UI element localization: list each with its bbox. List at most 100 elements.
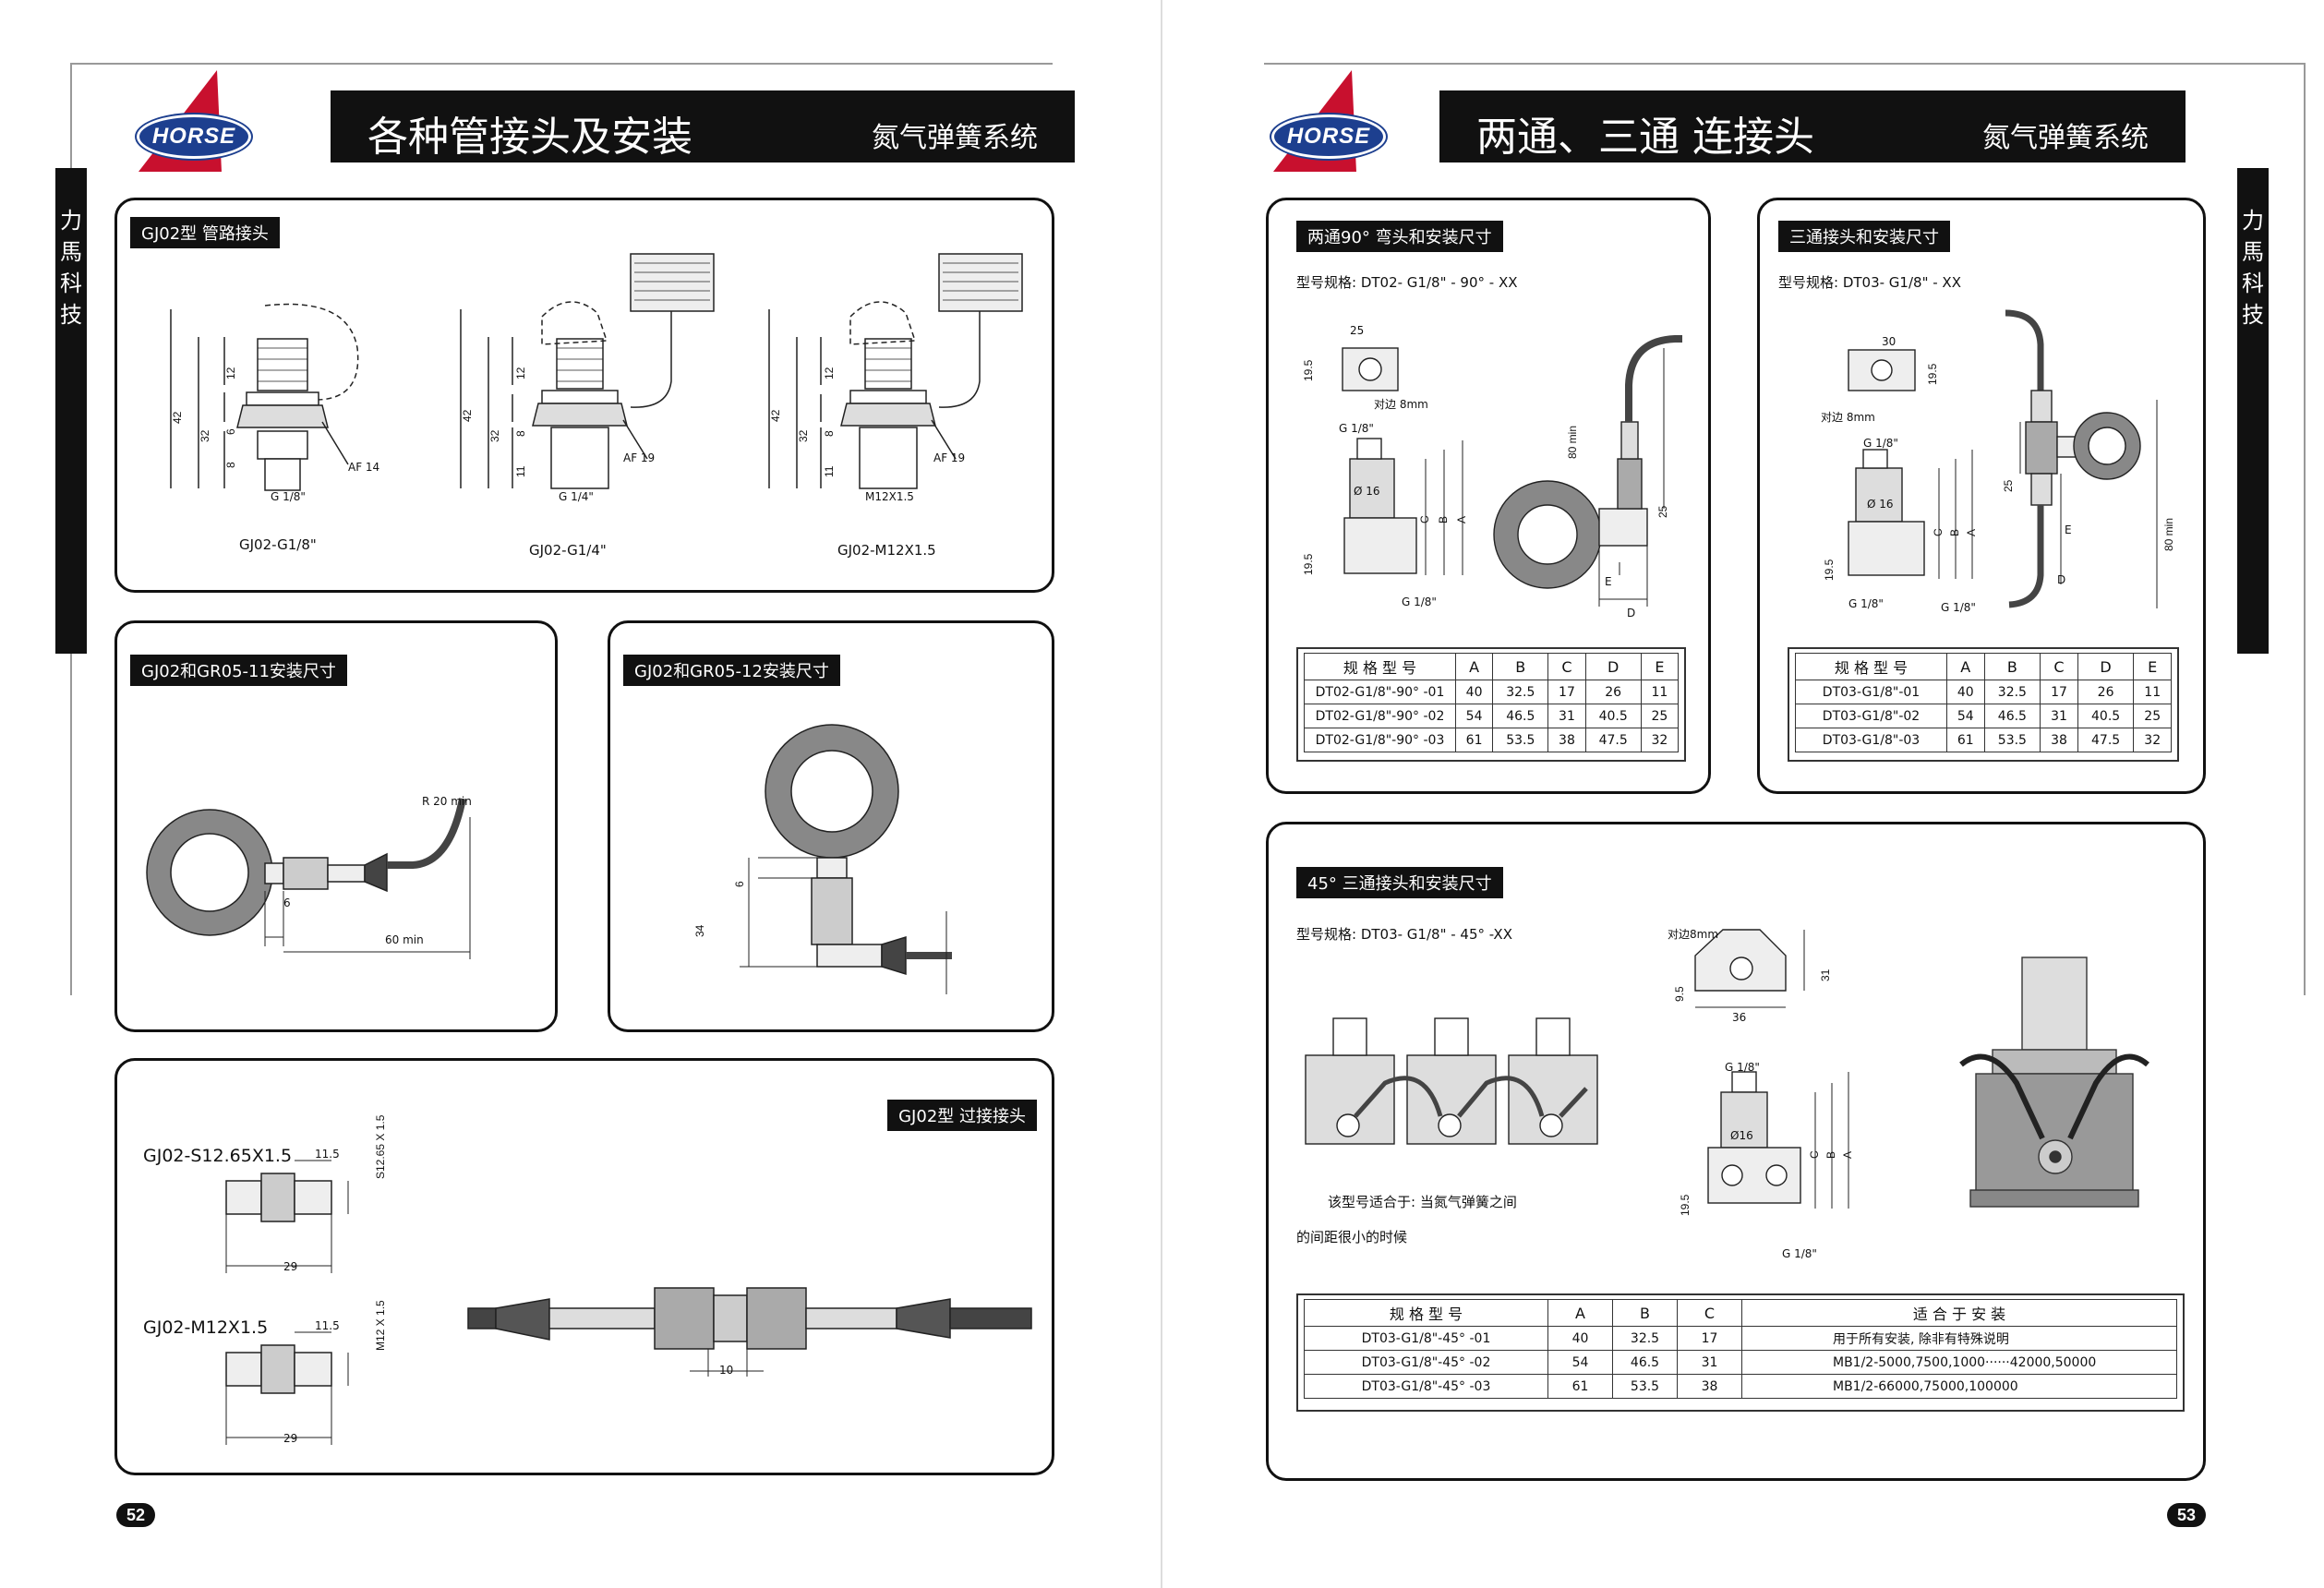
catalog-page-right: HORSE 两通、三通 连接头 氮气弹簧系统 力 馬 科 技 两通90° 弯头和… (1162, 0, 2324, 1588)
dim-60min: 60 min (385, 933, 424, 946)
dim-b: B (1948, 528, 1961, 536)
dim-25: 25 (1656, 505, 1669, 518)
usage-note-line1: 该型号适合于: 当氮气弹簧之间 (1328, 1194, 1517, 1210)
side-tab-char: 力 (2242, 208, 2264, 234)
table-header: B (1612, 1299, 1678, 1327)
dt03-spec-table: 规 格 型 号 A B C D E DT03-G1/8"-01 40 32.5 … (1795, 653, 2172, 752)
table-header: C (1547, 653, 1586, 680)
side-tab-char: 科 (2242, 271, 2264, 296)
thread-label: G 1/8" (1848, 597, 1884, 610)
transition-model-name: GJ02-M12X1.5 (143, 1317, 269, 1338)
fitting-drawing-g14 (460, 253, 715, 489)
table-header-row: 规 格 型 号 A B C D E (1795, 653, 2172, 680)
page-top-rule (1264, 63, 2304, 65)
table-cell: 46.5 (1492, 704, 1549, 728)
gr05-11-install-drawing (146, 798, 471, 959)
dim-10: 10 (719, 1364, 734, 1377)
dt03-dimension-drawing (1848, 309, 2158, 608)
dia-16: Ø 16 (1354, 485, 1380, 498)
panel-tag: 45° 三通接头和安装尺寸 (1296, 867, 1503, 898)
dim-80min: 80 min (2162, 517, 2175, 551)
table-cell: 53.5 (1612, 1374, 1678, 1399)
dim-a: A (1965, 528, 1978, 536)
dim-c: C (1418, 515, 1431, 523)
dim-e: E (1605, 575, 1612, 588)
table-header: C (1677, 1299, 1742, 1327)
table-cell: MB1/2-66000,75000,100000 (1741, 1374, 2177, 1399)
dim-19-5: 19.5 (1302, 553, 1315, 575)
thread-label: G 1/8" (1863, 437, 1898, 450)
side-tab-char: 馬 (2242, 239, 2264, 265)
table-header: E (2133, 653, 2172, 680)
dim-19-5: 19.5 (1823, 559, 1836, 581)
table-cell: 53.5 (1983, 728, 2041, 752)
dim-6: 6 (283, 896, 291, 909)
dim-31: 31 (1819, 968, 1832, 981)
logo-text: HORSE (151, 124, 236, 149)
side-tab-char: 技 (60, 302, 82, 328)
table-cell: DT03-G1/8"-45° -03 (1304, 1374, 1548, 1399)
dim-a: A (1841, 1150, 1854, 1159)
dim-d: D (1627, 607, 1636, 620)
table-cell: 17 (1547, 680, 1586, 704)
thread-label: G 1/8" (1782, 1247, 1817, 1260)
dim-32: 32 (488, 429, 501, 442)
table-cell: 26 (1584, 680, 1642, 704)
table-cell: 31 (2040, 704, 2078, 728)
dim-42: 42 (461, 409, 474, 422)
page-title: 各种管接头及安装 (367, 114, 692, 161)
table-cell: DT03-G1/8"-03 (1795, 728, 1947, 752)
dim-11-5: 11.5 (315, 1319, 340, 1332)
dim-29: 29 (283, 1432, 298, 1445)
dim-36: 36 (1732, 1011, 1747, 1024)
table-cell: 32.5 (1492, 680, 1549, 704)
dim-12: 12 (823, 367, 836, 379)
dim-8: 8 (514, 430, 527, 437)
page-number: 53 (2167, 1503, 2206, 1527)
table-row: DT03-G1/8"-45° -03 61 53.5 38 MB1/2-6600… (1304, 1374, 2177, 1399)
table-cell: 25 (1640, 704, 1680, 728)
side-tab-char: 科 (60, 271, 82, 296)
af-label: 对边8mm (1668, 928, 1719, 941)
dim-32: 32 (797, 429, 810, 442)
dim-8: 8 (823, 430, 836, 437)
dim-c: C (1808, 1150, 1821, 1159)
panel-tag: GJ02和GR05-12安装尺寸 (623, 655, 840, 686)
panel-gj02-pipe-fitting: GJ02型 管路接头 42 32 12 6 8 G 1/8" AF 14 GJ0… (114, 198, 1054, 593)
thread-label: G 1/4" (559, 490, 594, 503)
table-row: DT03-G1/8"-45° -02 54 46.5 31 MB1/2-5000… (1304, 1350, 2177, 1375)
dim-11: 11 (823, 465, 836, 477)
thread-label: G 1/8" (1725, 1061, 1760, 1074)
thread-label: G 1/8" (271, 490, 306, 503)
dt03-45-spring-array-drawing (1305, 1017, 1598, 1145)
table-header: 规 格 型 号 (1304, 653, 1456, 680)
table-header: B (1492, 653, 1549, 680)
transition-drawing-m12 (225, 1331, 349, 1445)
table-cell: 53.5 (1492, 728, 1549, 752)
dim-29: 29 (283, 1260, 298, 1273)
dim-19-5: 19.5 (1926, 363, 1939, 385)
side-tab-char: 技 (2242, 302, 2264, 328)
table-row: DT03-G1/8"-03 61 53.5 38 47.5 32 (1795, 728, 2172, 752)
page-right-rule (2304, 63, 2306, 995)
dim-c: C (1932, 528, 1945, 536)
af-label: AF 19 (933, 451, 966, 464)
page-subtitle: 氮气弹簧系统 (1982, 122, 2149, 154)
dim-25: 25 (2002, 479, 2015, 492)
table-cell: 31 (1547, 704, 1586, 728)
dt02-dimension-drawing (1342, 335, 1682, 607)
side-tab-brand: 力 馬 科 技 (55, 168, 87, 654)
logo-oval-icon (137, 114, 251, 159)
thread-label: M12X1.5 (865, 490, 914, 503)
dim-m12: M12 X 1.5 (374, 1300, 387, 1351)
dim-e: E (2065, 523, 2072, 536)
gr05-12-install-drawing (740, 724, 952, 994)
table-cell: DT02-G1/8"-90° -03 (1304, 728, 1456, 752)
panel-tag: 两通90° 弯头和安装尺寸 (1296, 221, 1503, 252)
model-caption: GJ02-G1/8" (239, 536, 317, 553)
model-caption: GJ02-G1/4" (529, 542, 607, 559)
table-cell: 31 (1677, 1350, 1742, 1375)
table-cell: 61 (1547, 1374, 1613, 1399)
table-cell: 40 (1946, 680, 1985, 704)
model-spec: 型号规格: DT03- G1/8" - XX (1778, 274, 1961, 291)
